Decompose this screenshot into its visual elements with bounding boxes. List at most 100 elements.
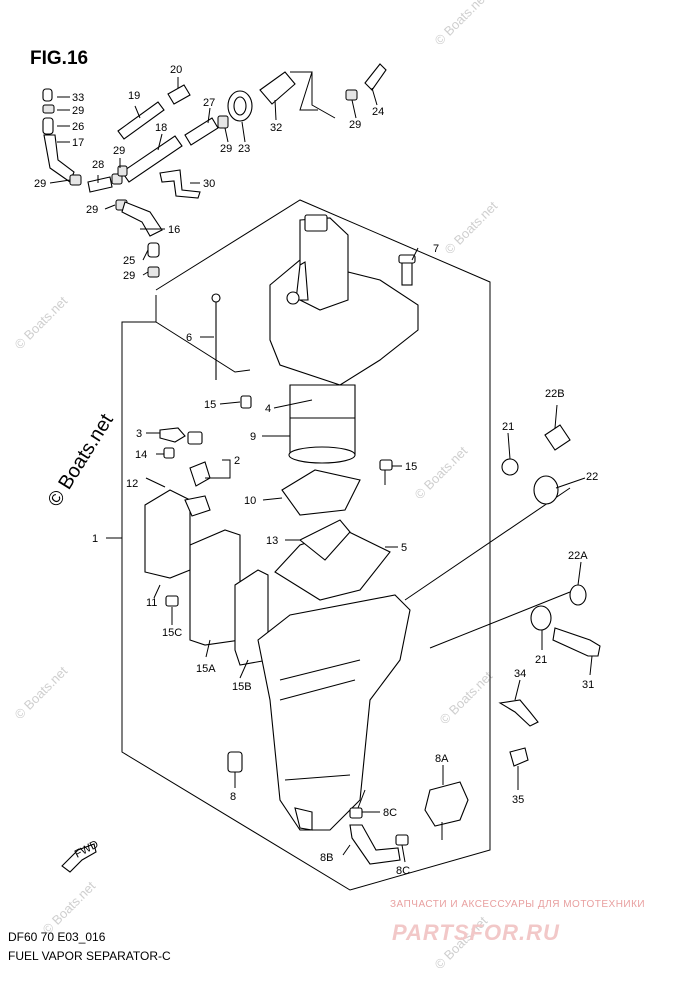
gasket-5 [274,529,391,601]
plate-15A [189,529,241,646]
callout-22A: 22A [568,550,588,562]
watermarks: © Boats.net © Boats.net © Boats.net © Bo… [12,0,501,972]
callout-8C: 8C [383,807,397,819]
callout-14: 14 [135,449,147,461]
hose-8B [349,824,401,865]
clip-8C [349,807,363,819]
watermark-large: © Boats.net [44,410,118,511]
leader-lines [49,77,593,863]
callout-29: 29 [349,119,361,131]
small-parts-left [145,427,211,607]
callout-3: 3 [136,428,142,440]
float-13 [298,519,351,561]
clip-29 [217,115,229,129]
callout-17: 17 [72,137,84,149]
drain-8 [227,751,243,773]
cap-33 [42,88,53,102]
callout-9: 9 [250,431,256,443]
callout-23: 23 [238,143,250,155]
callout-2: 2 [234,455,240,467]
joint-28 [87,176,113,193]
pin-12 [145,477,166,488]
pump-unit [211,214,419,471]
watermark: © Boats.net [12,663,71,722]
bolt-7 [401,259,413,286]
callout-22: 22 [586,471,598,483]
watermark: © Boats.net [412,443,471,502]
callout-29: 29 [86,204,98,216]
callout-15: 15 [405,461,417,473]
brand-site: PARTSFOR.RU [392,920,560,945]
callout-29: 29 [34,178,46,190]
callout-28: 28 [92,159,104,171]
callout-24: 24 [372,106,384,118]
callout-29: 29 [72,105,84,117]
callout-12: 12 [126,478,138,490]
callout-10: 10 [244,495,256,507]
callout-21: 21 [535,654,547,666]
callout-27: 27 [203,97,215,109]
callout-8B: 8B [320,852,333,864]
clip-3 [159,427,186,443]
watermark: © Boats.net [437,668,496,727]
callout-15C: 15C [162,627,182,639]
bolt-35 [509,747,529,767]
callout-30: 30 [203,178,215,190]
hose-fittings-group [42,63,387,278]
callout-16: 16 [168,224,180,236]
callout-1: 1 [92,533,98,545]
callout-11: 11 [146,597,157,609]
clip-29 [117,165,128,177]
nut-14 [163,447,175,459]
hose-18 [121,135,183,183]
joint-27 [184,117,219,146]
callout-32: 32 [270,122,282,134]
joint-20 [167,84,191,105]
callout-5: 5 [401,542,407,554]
joint-26 [42,117,54,135]
hose-19 [117,101,165,140]
washer-22A [569,584,587,606]
screw-15C [165,595,179,607]
callout-7: 7 [433,243,439,255]
callout-15B: 15B [232,681,252,693]
clip-29 [147,266,160,278]
callout-35: 35 [512,794,524,806]
callout-25: 25 [123,255,135,267]
brand-tagline: ЗАПЧАСТИ И АКСЕССУАРЫ ДЛЯ МОТОТЕХНИКИ [390,899,645,910]
screw-15b [379,459,393,471]
filter-32 [259,71,296,105]
gasket-10 [281,469,361,516]
callout-8C: 8C [396,865,410,877]
callout-29: 29 [113,145,125,157]
hose-17 [43,134,75,183]
callout-6: 6 [186,332,192,344]
clip-8C-b [395,834,409,846]
fwd-arrow-icon [61,843,97,873]
clamp-30 [159,169,201,199]
watermark: © Boats.net [432,0,491,48]
hose-16 [121,201,163,237]
hose-24 [364,63,387,91]
fwd-arrow: FWD [61,838,101,873]
callout-29: 29 [220,143,232,155]
callout-labels: 33 29 26 17 29 28 29 19 20 18 27 29 23 3… [34,64,598,877]
callout-19: 19 [128,90,140,102]
gaskets [144,469,391,666]
callout-22B: 22B [545,388,565,400]
callout-33: 33 [72,92,84,104]
callout-18: 18 [155,122,167,134]
callout-31: 31 [582,679,594,691]
callout-13: 13 [266,535,278,547]
figure-title: FIG.16 [30,48,88,69]
cap-2 [187,431,203,445]
clip-29 [345,89,358,101]
callout-8: 8 [230,791,236,803]
grommet-21 [501,458,519,476]
bowl [257,594,411,831]
clamp-34 [498,699,539,727]
callout-26: 26 [72,121,84,133]
joint-25 [147,242,160,258]
callout-8A: 8A [435,753,449,765]
